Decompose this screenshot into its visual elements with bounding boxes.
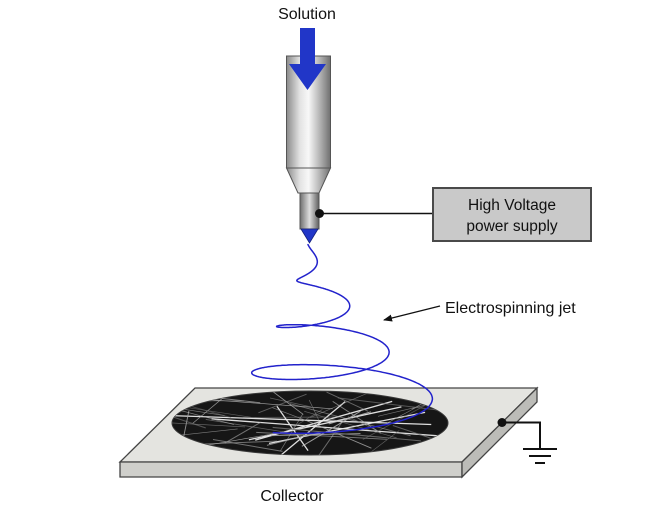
hv-contact-dot bbox=[315, 209, 324, 218]
jet-label: Electrospinning jet bbox=[445, 300, 576, 317]
ground-icon bbox=[497, 418, 557, 464]
jet-annotation: Electrospinning jet bbox=[383, 300, 576, 322]
collector-label: Collector bbox=[260, 488, 324, 505]
collector-plate-side bbox=[461, 386, 538, 479]
solution-label: Solution bbox=[278, 6, 336, 23]
hv-box-label-line2: power supply bbox=[466, 218, 558, 235]
hv-box-label-line1: High Voltage bbox=[468, 197, 556, 214]
solution-arrow-icon bbox=[289, 28, 326, 90]
syringe-taper bbox=[285, 167, 332, 194]
hv-power-supply-box: High Voltage power supply bbox=[432, 187, 592, 242]
collector-plate-front bbox=[119, 461, 463, 478]
jet-pointer-arrow bbox=[383, 305, 441, 322]
fiber-mat bbox=[171, 390, 449, 456]
hv-wire bbox=[315, 209, 433, 218]
hv-box-rect bbox=[432, 187, 592, 242]
electrospinning-jet-spiral bbox=[250, 243, 434, 435]
collector-plate bbox=[118, 386, 539, 479]
taylor-cone-droplet bbox=[300, 228, 319, 244]
fiber-texture bbox=[172, 391, 448, 455]
